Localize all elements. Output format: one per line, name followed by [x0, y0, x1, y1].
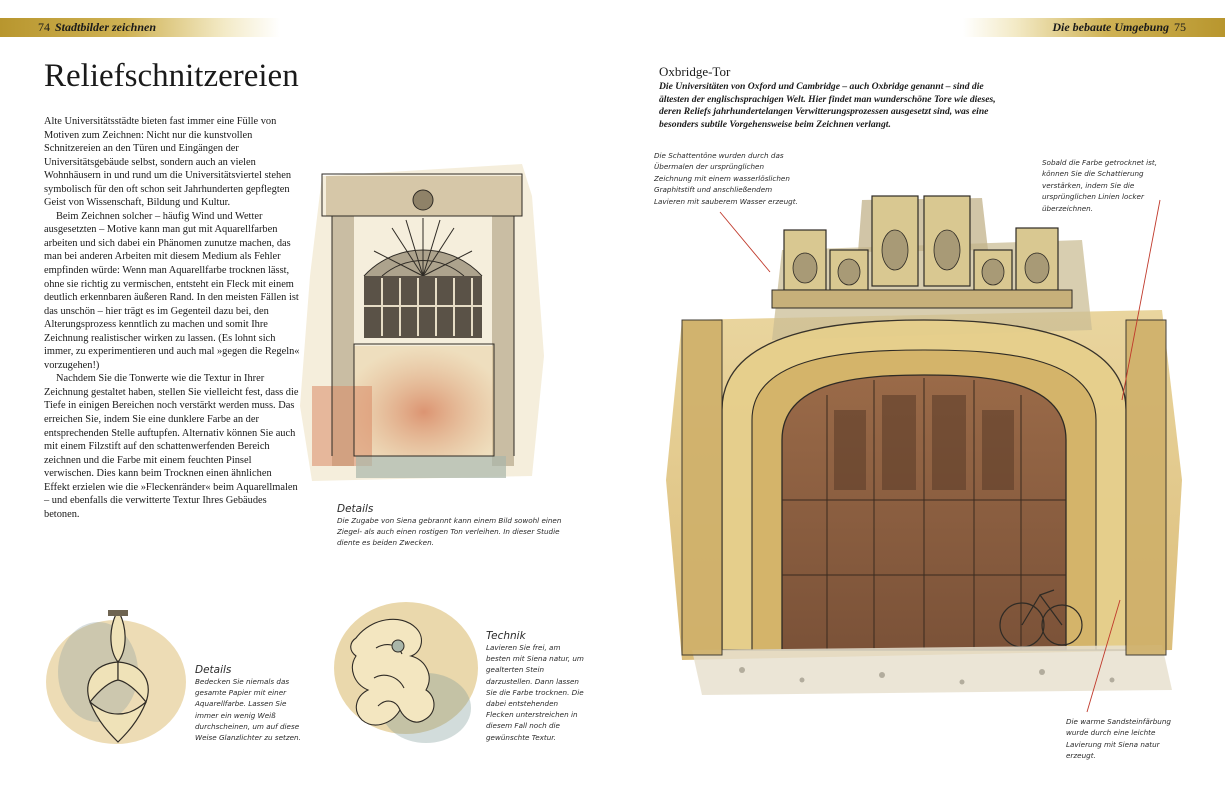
- section-title-right: Die bebaute Umgebung: [1052, 20, 1169, 34]
- section-title-left: Stadtbilder zeichnen: [55, 20, 157, 34]
- caption-details-2-text: Bedecken Sie niemals das gesamte Papier …: [195, 677, 301, 743]
- caption-technik: Technik Lavieren Sie frei, am besten mit…: [486, 630, 586, 743]
- paragraph-2: Beim Zeichnen solcher – häufig Wind und …: [44, 210, 300, 371]
- paragraph-1: Alte Universitätsstädte bieten fast imme…: [44, 116, 292, 209]
- note-bottom-right: Die warme Sandsteinfärbung wurde durch e…: [1066, 717, 1171, 761]
- header-left-text: 74 Stadtbilder zeichnen: [33, 18, 156, 37]
- caption-details-2: Details Bedecken Sie niemals das gesamte…: [195, 664, 307, 743]
- subtitle: Oxbridge-Tor: [659, 64, 731, 79]
- intro-text: Die Universitäten von Oxford und Cambrid…: [659, 81, 996, 130]
- page-title: Reliefschnitzereien: [44, 58, 299, 94]
- caption-details-1: Details Die Zugabe von Siena gebrannt ka…: [337, 503, 567, 549]
- page-number-right: 75: [1174, 20, 1186, 34]
- caption-details-2-heading: Details: [195, 664, 232, 676]
- page-number-left: 74: [38, 20, 50, 34]
- body-text: Alte Universitätsstädte bieten fast imme…: [44, 115, 300, 521]
- caption-technik-text: Lavieren Sie frei, am besten mit Siena n…: [486, 643, 584, 742]
- left-page: 74 Stadtbilder zeichnen Reliefschnitzerei…: [0, 0, 612, 794]
- caption-details-1-text: Die Zugabe von Siena gebrannt kann einem…: [337, 516, 562, 548]
- caption-technik-heading: Technik: [486, 630, 526, 642]
- paragraph-3: Nachdem Sie die Tonwerte wie die Textur …: [44, 373, 299, 520]
- header-bar-right: Die bebaute Umgebung 75: [963, 18, 1225, 37]
- doorway-watercolor-illustration: [300, 164, 544, 481]
- caption-details-1-heading: Details: [337, 503, 374, 515]
- note-top-right: Sobald die Farbe getrocknet ist, können …: [1042, 158, 1157, 213]
- oxbridge-gate-illustration: [666, 195, 1182, 695]
- right-page: Die bebaute Umgebung 75 Oxbridge-Tor Die …: [612, 0, 1225, 794]
- leaf-ornament-illustration: [46, 610, 186, 744]
- header-bar-left: 74 Stadtbilder zeichnen: [0, 18, 280, 37]
- header-right-text: Die bebaute Umgebung 75: [1052, 18, 1191, 37]
- note-top-left: Die Schattentöne wurden durch das Überma…: [654, 151, 798, 206]
- acanthus-ornament-illustration: [334, 602, 478, 743]
